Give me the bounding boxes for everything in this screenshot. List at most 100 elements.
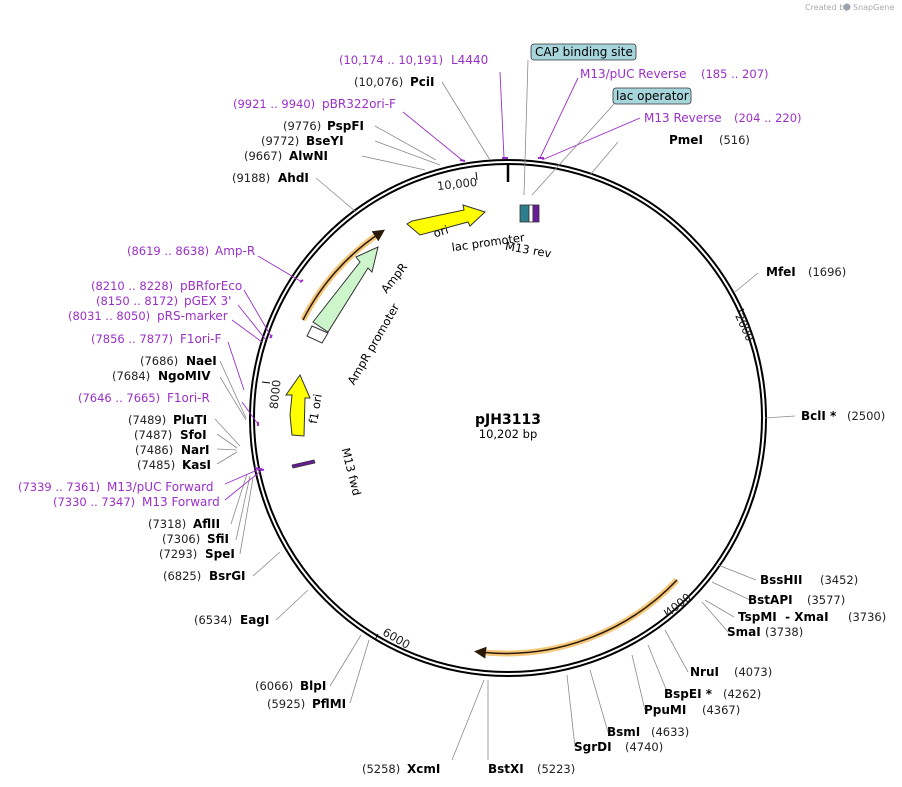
enzyme-alwni[interactable]: (9667) AlwNI — [244, 149, 328, 163]
enzyme-naei[interactable]: (7686)NaeI — [140, 354, 217, 368]
enzyme-pluti[interactable]: (7489) PluTI — [128, 413, 207, 427]
m13-rev-feature — [532, 204, 540, 223]
ampr-promoter-feature — [306, 325, 329, 344]
enzyme-ngomiv[interactable]: (7684)NgoMIV — [112, 369, 211, 383]
enzyme-position: (3452) — [820, 573, 858, 587]
enzyme-smai[interactable]: SmaI(3738) — [727, 625, 803, 639]
lac-promoter-feature — [519, 204, 530, 223]
primer-name: F1ori-R — [167, 391, 210, 405]
enzyme-sfii[interactable]: (7306) SfiI — [162, 532, 229, 546]
enzyme-name: BseYI — [306, 134, 344, 148]
primer-m13-forward[interactable]: (7330 .. 7347)M13 Forward — [53, 495, 220, 509]
primer-range: (7646 .. 7665) — [78, 391, 160, 405]
tick-8000 — [261, 381, 271, 384]
primer-pbrforeco[interactable]: (8210 .. 8228)pBRforEco — [91, 279, 242, 293]
enzyme-sfoi[interactable]: (7487) SfoI — [134, 428, 207, 442]
enzyme-name: PmeI — [669, 133, 703, 147]
enzyme-name: PspFI — [327, 119, 364, 133]
m13-rev-label: M13 rev — [504, 239, 552, 261]
enzyme-bstapi[interactable]: BstAPI(3577) — [748, 593, 845, 607]
primer-range: (7339 .. 7361) — [18, 480, 100, 494]
enzyme-pspfi[interactable]: (9776) PspFI — [283, 119, 364, 133]
enzyme-bsrgi[interactable]: (6825)BsrGI — [163, 569, 246, 583]
enzyme-sgrdi[interactable]: SgrDI(4740) — [574, 740, 663, 754]
primer-f1ori-f[interactable]: (7856 .. 7877)F1ori-F — [91, 332, 221, 346]
primer-name: F1ori-F — [180, 332, 221, 346]
enzyme-ahdi[interactable]: (9188)AhdI — [232, 171, 309, 185]
enzyme-bcli[interactable]: BclI *(2500) — [801, 409, 885, 423]
enzyme-pcii[interactable]: (10,076)PciI — [354, 75, 435, 89]
enzyme-aflii[interactable]: (7318) AflII — [148, 517, 220, 531]
plasmid-size: 10,202 bp — [479, 427, 538, 441]
enzyme-position: (7487) — [134, 428, 172, 442]
primer-range: (8210 .. 8228) — [91, 279, 173, 293]
primer-m13-puc-forward[interactable]: (7339 .. 7361)M13/pUC Forward — [18, 480, 214, 494]
primer-range: (10,174 .. 10,191) — [339, 53, 443, 67]
enzyme-name: BstAPI — [748, 593, 793, 607]
f1-ori-feature — [285, 373, 311, 437]
enzyme-bsmi[interactable]: BsmI(4633) — [607, 725, 689, 739]
enzyme-position: (7306) — [162, 532, 200, 546]
primer-l4440[interactable]: (10,174 .. 10,191)L4440 — [339, 53, 488, 67]
enzyme-bspei[interactable]: BspEI *(4262) — [664, 687, 761, 701]
primer-name: M13/pUC Reverse — [580, 67, 687, 81]
enzyme-nrui[interactable]: NruI(4073) — [690, 665, 772, 679]
enzyme-name: SfoI — [180, 428, 207, 442]
enzyme-position: (7293) — [159, 547, 197, 561]
enzyme-name: PluTI — [173, 413, 207, 427]
m13-fwd-feature — [291, 459, 316, 469]
enzyme-pmei[interactable]: PmeI(516) — [669, 133, 750, 147]
enzyme-name: AflII — [193, 517, 220, 531]
ampr-label: AmpR — [378, 260, 410, 296]
enzyme-pflmi[interactable]: (5925)PflMI — [267, 697, 346, 711]
snapgene-logo-icon — [843, 3, 851, 11]
enzyme-position: (9667) — [244, 149, 282, 163]
enzyme-position: (7489) — [128, 413, 166, 427]
enzyme-position: (7485) — [137, 458, 175, 472]
tick-4000 — [663, 609, 669, 617]
primer-marks — [254, 157, 544, 471]
primer-f1ori-r[interactable]: (7646 .. 7665) F1ori-R — [78, 391, 210, 405]
tick-6000 — [374, 633, 379, 641]
primer-amp-r[interactable]: (8619 .. 8638)Amp-R — [127, 244, 255, 258]
plasmid-name: pJH3113 — [475, 412, 541, 428]
primer-pbr322ori-f[interactable]: (9921 .. 9940)pBR322ori-F — [233, 97, 396, 111]
enzyme-eagi[interactable]: (6534)EagI — [194, 613, 269, 627]
enzyme-bseyi[interactable]: (9772)BseYI — [261, 134, 344, 148]
enzyme-spei[interactable]: (7293)SpeI — [159, 547, 235, 561]
enzyme-name: SfiI — [207, 532, 229, 546]
enzyme-position: (7486) — [135, 443, 173, 457]
enzyme-name: BspEI * — [664, 687, 713, 701]
tick-label-6000: 6000 — [380, 625, 412, 652]
primer-prs-marker[interactable]: (8031 .. 8050)pRS-marker — [68, 309, 228, 323]
enzyme-name: BssHII — [760, 573, 802, 587]
enzyme-labels: (10,076)PciI (9776) PspFI (9772)BseYI (96… — [112, 75, 886, 776]
m13-fwd-label: M13 fwd — [339, 446, 364, 497]
enzyme-name: EagI — [240, 613, 269, 627]
enzyme-tspmi-xmai[interactable]: TspMI - XmaI(3736) — [738, 610, 886, 624]
enzyme-kasi[interactable]: (7485)KasI — [137, 458, 211, 472]
enzyme-name: BlpI — [300, 679, 326, 693]
enzyme-mfei[interactable]: MfeI(1696) — [766, 265, 846, 279]
enzyme-bstxi[interactable]: BstXI(5223) — [488, 762, 575, 776]
primer-m13-reverse[interactable]: M13 Reverse(204 .. 220) — [644, 111, 802, 125]
enzyme-position: (6066) — [255, 679, 293, 693]
cap-binding-site-box — [530, 43, 637, 61]
enzyme-position: (9776) — [283, 119, 321, 133]
primer-m13-puc-reverse[interactable]: M13/pUC Reverse(185 .. 207) — [580, 67, 769, 81]
tick-10000 — [475, 171, 478, 181]
primer-pgex-3[interactable]: (8150 .. 8172)pGEX 3' — [96, 294, 231, 308]
enzyme-nari[interactable]: (7486) NarI — [135, 443, 210, 457]
enzyme-xcmi[interactable]: (5258)XcmI — [362, 762, 440, 776]
enzyme-ppumi[interactable]: PpuMI(4367) — [644, 703, 740, 717]
enzyme-name: NarI — [181, 443, 210, 457]
enzyme-name: AlwNI — [289, 149, 328, 163]
f1-ori-label: f1 ori — [306, 393, 325, 425]
enzyme-blpi[interactable]: (6066) BlpI — [255, 679, 326, 693]
enzyme-bsshii[interactable]: BssHII (3452) — [760, 573, 858, 587]
enzyme-name: TspMI - XmaI — [738, 610, 829, 624]
primer-name: pRS-marker — [157, 309, 228, 323]
ori-feature — [406, 204, 486, 236]
enzyme-position: (7318) — [148, 517, 186, 531]
enzyme-name: XcmI — [407, 762, 440, 776]
